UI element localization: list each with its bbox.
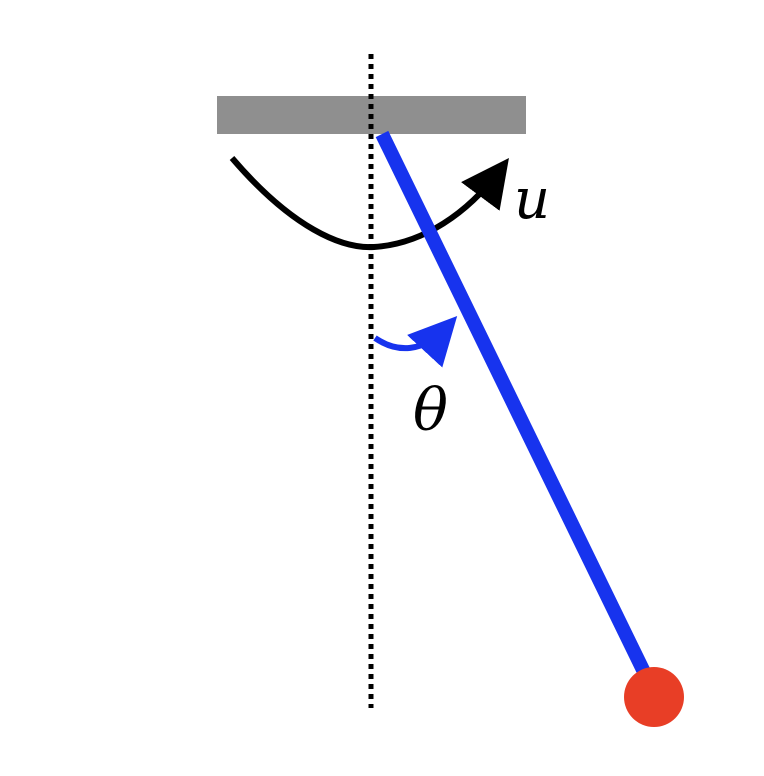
- torque-arrow: [229, 156, 509, 251]
- torque-label: u: [514, 167, 550, 232]
- angle-label: θ: [413, 376, 448, 444]
- pendulum-bob: [624, 667, 684, 727]
- angle-arrow: [373, 315, 458, 368]
- pendulum-rod: [375, 130, 652, 678]
